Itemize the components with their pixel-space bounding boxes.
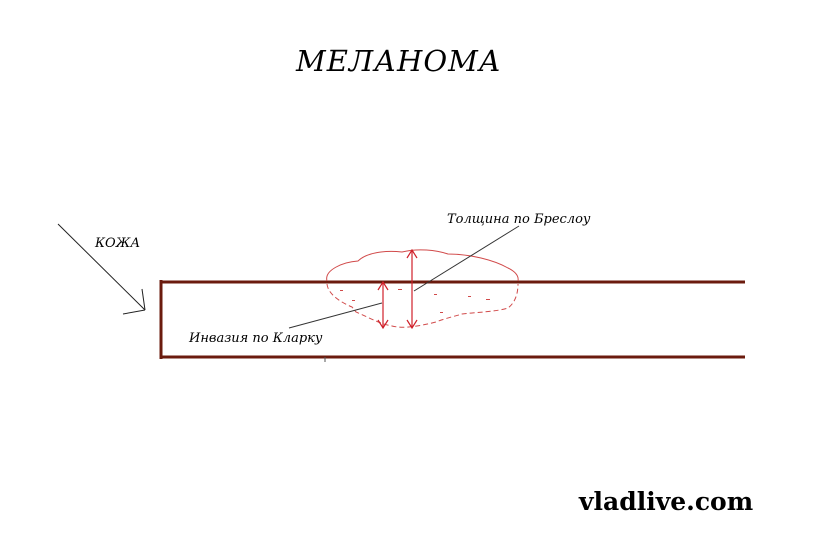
watermark: vladlive.com — [579, 487, 754, 516]
breslow-pointer-line — [413, 225, 520, 292]
tumor-outline-lower — [326, 283, 519, 328]
clark-label: Инвазия по Кларку — [189, 331, 323, 346]
tumor-outline-upper — [326, 249, 519, 282]
skin-arrow-icon — [57, 223, 146, 315]
clark-measure-arrow — [377, 280, 389, 330]
breslow-label: Толщина по Бреслоу — [447, 212, 591, 227]
breslow-measure-arrow — [406, 248, 418, 330]
skin-label: КОЖА — [95, 236, 141, 251]
clark-pointer-line — [288, 302, 383, 329]
page-title: МЕЛАНОМА — [296, 44, 502, 78]
skin-layer — [159, 280, 745, 359]
tumor-speckles — [340, 289, 490, 313]
